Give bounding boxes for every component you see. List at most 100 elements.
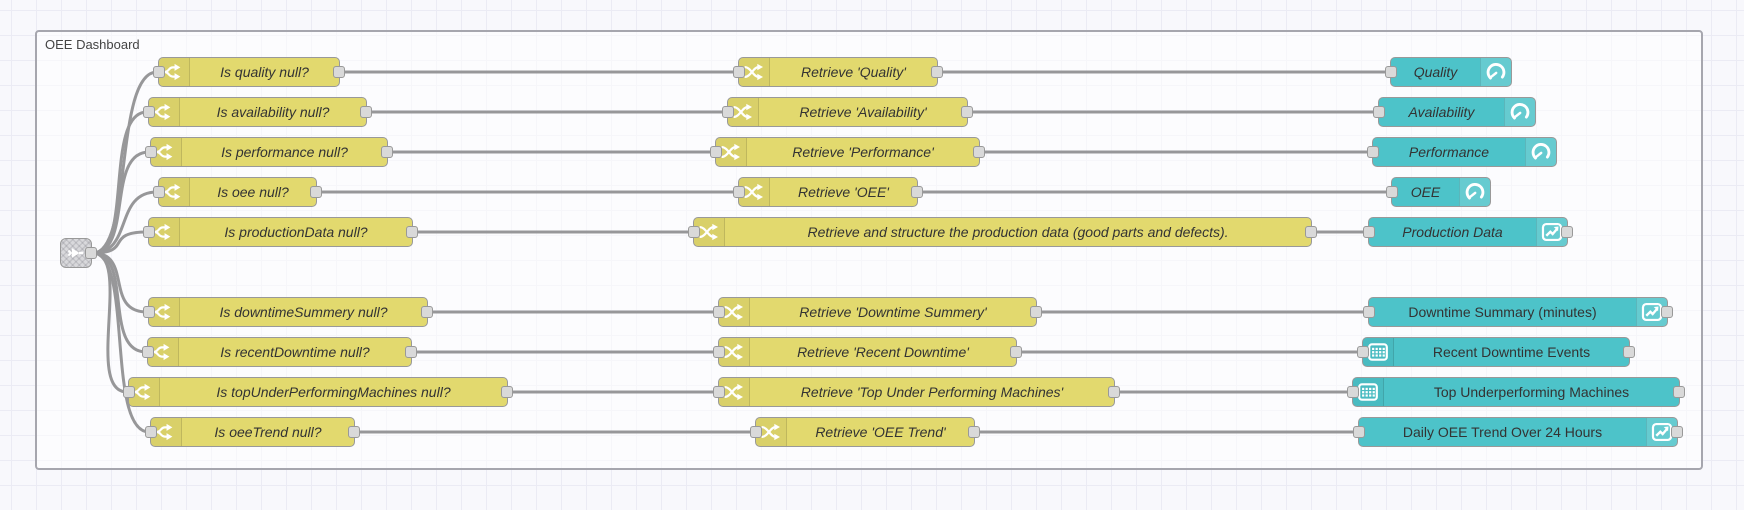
- node-label: Is availability null?: [216, 104, 330, 120]
- output-port[interactable]: [1561, 226, 1573, 238]
- widget-node-quality[interactable]: Quality: [1385, 57, 1512, 87]
- widget-node-availability[interactable]: Availability: [1373, 97, 1536, 127]
- input-port[interactable]: [1386, 186, 1398, 198]
- output-port[interactable]: [1010, 346, 1022, 358]
- input-port[interactable]: [1385, 66, 1397, 78]
- input-port[interactable]: [1357, 346, 1369, 358]
- input-port[interactable]: [143, 106, 155, 118]
- wire[interactable]: [92, 190, 158, 255]
- icon-box: [1504, 98, 1535, 126]
- output-port[interactable]: [1305, 226, 1317, 238]
- change-node-retrieve-oee-trend[interactable]: Retrieve 'OEE Trend': [750, 417, 980, 447]
- widget-node-production-data[interactable]: Production Data: [1363, 217, 1573, 247]
- input-port[interactable]: [1373, 106, 1385, 118]
- change-node-retrieve-performance[interactable]: Retrieve 'Performance': [710, 137, 985, 167]
- switch-icon: [133, 381, 155, 403]
- output-port[interactable]: [1673, 386, 1685, 398]
- widget-node-top-underperforming-machines[interactable]: Top Underperforming Machines: [1347, 377, 1685, 407]
- change-node-retrieve-recent-downtime[interactable]: Retrieve 'Recent Downtime': [713, 337, 1022, 367]
- output-port[interactable]: [501, 386, 513, 398]
- output-port[interactable]: [961, 106, 973, 118]
- widget-node-performance[interactable]: Performance: [1367, 137, 1557, 167]
- switch-icon: [163, 61, 185, 83]
- chart-icon: [1541, 221, 1563, 243]
- switch-node-is-oee-null[interactable]: Is oee null?: [153, 177, 322, 207]
- input-port[interactable]: [733, 66, 745, 78]
- input-port[interactable]: [153, 186, 165, 198]
- output-port[interactable]: [381, 146, 393, 158]
- switch-node-is-productiondata-null[interactable]: Is productionData null?: [143, 217, 418, 247]
- input-port[interactable]: [1347, 386, 1359, 398]
- input-port[interactable]: [722, 106, 734, 118]
- change-node-retrieve-availability[interactable]: Retrieve 'Availability': [722, 97, 973, 127]
- node-label: Retrieve and structure the production da…: [807, 224, 1229, 240]
- output-port[interactable]: [1671, 426, 1683, 438]
- widget-node-downtime-summary-minutes[interactable]: Downtime Summary (minutes): [1363, 297, 1673, 327]
- output-port[interactable]: [1108, 386, 1120, 398]
- output-port[interactable]: [1030, 306, 1042, 318]
- wire[interactable]: [92, 230, 148, 255]
- wire[interactable]: [92, 150, 150, 255]
- input-port[interactable]: [688, 226, 700, 238]
- link-in-node[interactable]: [60, 238, 97, 268]
- icon-box: [148, 338, 179, 366]
- output-port[interactable]: [310, 186, 322, 198]
- input-port[interactable]: [123, 386, 135, 398]
- change-node-retrieve-top-under-performing-machines[interactable]: Retrieve 'Top Under Performing Machines': [713, 377, 1120, 407]
- switch-node-is-performance-null[interactable]: Is performance null?: [145, 137, 393, 167]
- output-port[interactable]: [85, 247, 97, 259]
- output-port[interactable]: [360, 106, 372, 118]
- input-port[interactable]: [1353, 426, 1365, 438]
- change-icon: [743, 181, 765, 203]
- input-port[interactable]: [710, 146, 722, 158]
- input-port[interactable]: [713, 346, 725, 358]
- icon-box: [159, 178, 190, 206]
- switch-node-is-oeetrend-null[interactable]: Is oeeTrend null?: [145, 417, 360, 447]
- change-icon: [720, 141, 742, 163]
- output-port[interactable]: [973, 146, 985, 158]
- output-port[interactable]: [405, 346, 417, 358]
- input-port[interactable]: [1363, 306, 1375, 318]
- widget-node-oee[interactable]: OEE: [1386, 177, 1491, 207]
- input-port[interactable]: [145, 426, 157, 438]
- output-port[interactable]: [1661, 306, 1673, 318]
- switch-node-is-downtimesummery-null[interactable]: Is downtimeSummery null?: [143, 297, 433, 327]
- change-node-retrieve-quality[interactable]: Retrieve 'Quality': [733, 57, 943, 87]
- output-port[interactable]: [406, 226, 418, 238]
- input-port[interactable]: [750, 426, 762, 438]
- input-port[interactable]: [713, 386, 725, 398]
- switch-node-is-availability-null[interactable]: Is availability null?: [143, 97, 372, 127]
- output-port[interactable]: [911, 186, 923, 198]
- change-icon: [723, 341, 745, 363]
- output-port[interactable]: [1623, 346, 1635, 358]
- switch-icon: [153, 301, 175, 323]
- wire[interactable]: [92, 251, 150, 434]
- widget-node-daily-oee-trend-over-24-hours[interactable]: Daily OEE Trend Over 24 Hours: [1353, 417, 1683, 447]
- link-in-icon: [66, 243, 86, 263]
- wire[interactable]: [92, 251, 148, 314]
- output-port[interactable]: [421, 306, 433, 318]
- output-port[interactable]: [333, 66, 345, 78]
- input-port[interactable]: [143, 306, 155, 318]
- widget-node-recent-downtime-events[interactable]: Recent Downtime Events: [1357, 337, 1635, 367]
- change-node-retrieve-and-structure-the-production-data[interactable]: Retrieve and structure the production da…: [688, 217, 1317, 247]
- input-port[interactable]: [733, 186, 745, 198]
- input-port[interactable]: [1367, 146, 1379, 158]
- switch-node-is-quality-null[interactable]: Is quality null?: [153, 57, 345, 87]
- input-port[interactable]: [1363, 226, 1375, 238]
- icon-box: [719, 378, 750, 406]
- output-port[interactable]: [348, 426, 360, 438]
- input-port[interactable]: [143, 226, 155, 238]
- switch-node-is-recentdowntime-null[interactable]: Is recentDowntime null?: [142, 337, 417, 367]
- change-node-retrieve-downtime-summery[interactable]: Retrieve 'Downtime Summery': [713, 297, 1042, 327]
- input-port[interactable]: [153, 66, 165, 78]
- input-port[interactable]: [142, 346, 154, 358]
- change-node-retrieve-oee[interactable]: Retrieve 'OEE': [733, 177, 923, 207]
- input-port[interactable]: [713, 306, 725, 318]
- input-port[interactable]: [145, 146, 157, 158]
- icon-box: [1363, 338, 1394, 366]
- output-port[interactable]: [968, 426, 980, 438]
- switch-node-is-topunderperformingmachines-null[interactable]: Is topUnderPerformingMachines null?: [123, 377, 513, 407]
- output-port[interactable]: [931, 66, 943, 78]
